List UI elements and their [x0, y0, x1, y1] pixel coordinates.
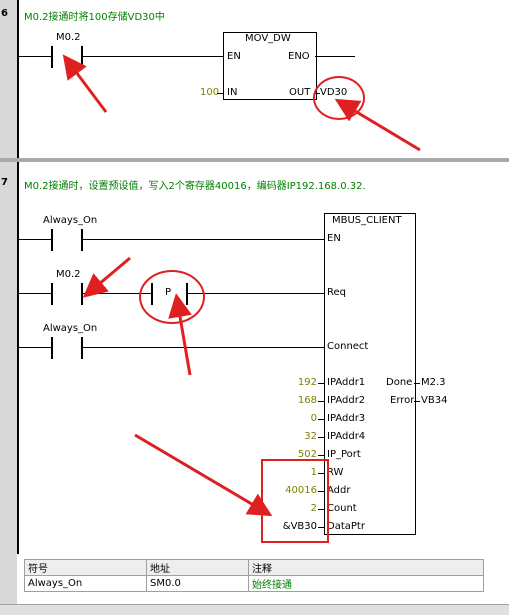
wire	[19, 239, 51, 240]
input-value-ipaddr4[interactable]: 32	[304, 431, 317, 442]
done-value[interactable]: M2.3	[421, 377, 446, 388]
wire	[217, 93, 223, 94]
arrow-icon	[82, 256, 131, 298]
input-value-ip_port[interactable]: 502	[297, 449, 317, 460]
contact-label-always-on[interactable]: Always_On	[43, 323, 98, 334]
input-value-ipaddr1[interactable]: 192	[297, 377, 317, 388]
header-comment: 注释	[248, 559, 484, 576]
wire	[19, 347, 51, 348]
pin-ipaddr1: IPAddr1	[327, 377, 366, 388]
error-value[interactable]: VB34	[421, 395, 448, 406]
pin-dataptr: DataPtr	[327, 521, 365, 532]
pin-req: Req	[327, 287, 346, 298]
arrow-icon	[62, 54, 108, 113]
status-strip	[0, 604, 509, 615]
contact-no-left[interactable]	[51, 229, 53, 251]
rung-comment[interactable]: M0.2接通时将100存储VD30中	[24, 12, 165, 23]
pin-done: Done	[386, 377, 413, 388]
wire	[83, 347, 324, 348]
pin-count: Count	[327, 503, 357, 514]
rung-comment[interactable]: M0.2接通时，设置预设值，写入2个寄存器40016，编码器IP192.168.…	[24, 181, 366, 192]
pin-ip_port: IP_Port	[327, 449, 361, 460]
header-address: 地址	[146, 559, 249, 576]
contact-label-always-on[interactable]: Always_On	[43, 215, 98, 226]
pin-connect: Connect	[327, 341, 369, 352]
rung-number: 6	[1, 8, 8, 19]
wire	[318, 527, 324, 528]
wire	[318, 509, 324, 510]
symbol-table: 符号 地址 注释 Always_On SM0.0 始终接通	[24, 559, 484, 592]
input-value-rw[interactable]: 1	[310, 467, 317, 478]
in-value[interactable]: 100	[200, 87, 220, 98]
pin-error: Error	[390, 395, 415, 406]
rung-separator	[0, 158, 509, 162]
cell-comment[interactable]: 始终接通	[248, 575, 484, 592]
pin-eno: ENO	[288, 51, 310, 62]
pin-en: EN	[227, 51, 241, 62]
pin-in: IN	[227, 87, 238, 98]
pin-ipaddr2: IPAddr2	[327, 395, 366, 406]
contact-no-left[interactable]	[51, 46, 53, 68]
pin-rw: RW	[327, 467, 344, 478]
contact-no-right[interactable]	[81, 337, 83, 359]
wire	[318, 401, 324, 402]
contact-no-right[interactable]	[81, 229, 83, 251]
line-number-gutter	[0, 0, 17, 614]
wire	[19, 56, 51, 57]
contact-label-m0-2[interactable]: M0.2	[56, 269, 81, 280]
wire	[318, 491, 324, 492]
pin-ipaddr4: IPAddr4	[327, 431, 366, 442]
power-rail	[17, 0, 19, 158]
block-title: MBUS_CLIENT	[332, 215, 402, 226]
arrow-icon	[134, 433, 273, 517]
input-value-count[interactable]: 2	[310, 503, 317, 514]
wire	[318, 383, 324, 384]
contact-label-m0-2[interactable]: M0.2	[56, 32, 81, 43]
wire	[83, 239, 324, 240]
wire	[83, 56, 223, 57]
arrow-icon	[168, 293, 192, 376]
wire	[83, 293, 151, 294]
contact-no-left[interactable]	[51, 337, 53, 359]
power-rail	[17, 162, 19, 554]
wire	[318, 437, 324, 438]
wire	[414, 401, 420, 402]
arrow-icon	[334, 98, 421, 152]
wire	[19, 293, 51, 294]
input-value-addr[interactable]: 40016	[285, 485, 317, 496]
block-title: MOV_DW	[245, 33, 291, 44]
wire	[318, 419, 324, 420]
pin-out: OUT	[289, 87, 311, 98]
pin-en: EN	[327, 233, 341, 244]
rung-number: 7	[1, 177, 8, 188]
cell-address[interactable]: SM0.0	[146, 575, 249, 592]
wire	[188, 293, 324, 294]
wire	[414, 383, 420, 384]
contact-no-right[interactable]	[81, 283, 83, 305]
pin-ipaddr3: IPAddr3	[327, 413, 366, 424]
mov-dw-block[interactable]	[223, 32, 317, 100]
pin-addr: Addr	[327, 485, 351, 496]
input-value-dataptr[interactable]: &VB30	[282, 521, 317, 532]
wire	[318, 455, 324, 456]
wire	[318, 473, 324, 474]
eno-wire	[315, 56, 355, 57]
contact-no-left[interactable]	[51, 283, 53, 305]
input-value-ipaddr3[interactable]: 0	[310, 413, 317, 424]
table-row[interactable]: Always_On SM0.0 始终接通	[24, 575, 484, 592]
annotation-circle	[139, 270, 205, 324]
mbus-client-block[interactable]	[324, 213, 416, 535]
input-value-ipaddr2[interactable]: 168	[297, 395, 317, 406]
